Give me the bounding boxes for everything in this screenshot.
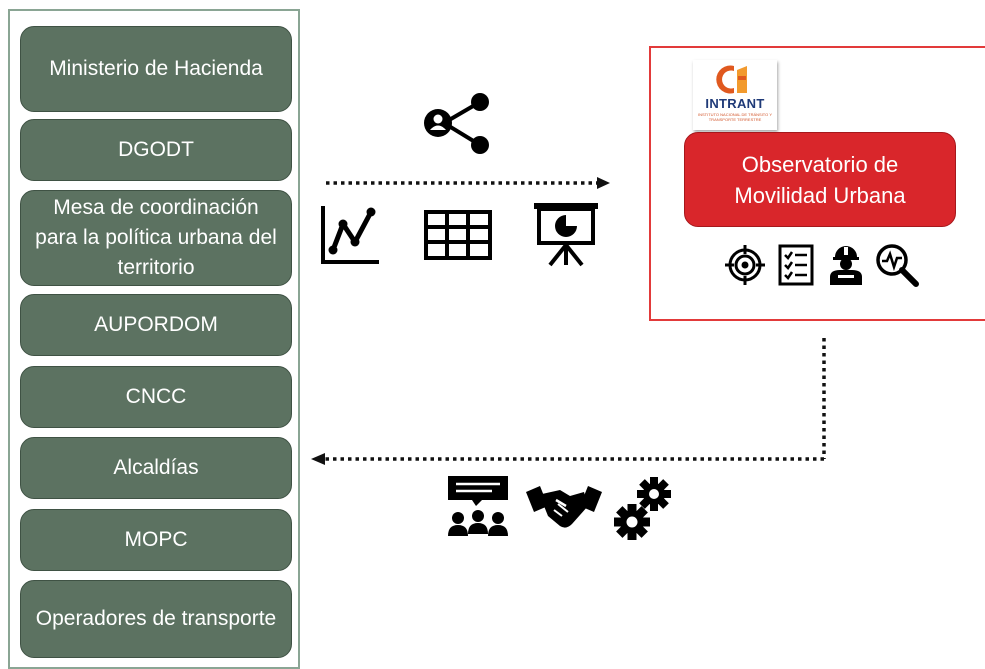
share-network-icon xyxy=(424,93,489,154)
logo-wordmark: INTRANT xyxy=(705,96,765,111)
table-icon xyxy=(424,210,492,260)
observatory-frame xyxy=(649,46,985,321)
logo-tagline: INSTITUTO NACIONAL DE TRÁNSITO Y TRANSPO… xyxy=(697,112,772,122)
line-chart-icon xyxy=(321,206,379,264)
checklist-icon xyxy=(778,244,814,286)
intrant-logo: INTRANT INSTITUTO NACIONAL DE TRÁNSITO Y… xyxy=(693,60,777,130)
worker-icon xyxy=(830,246,862,285)
gears-icon xyxy=(614,477,671,540)
arrow-to-observatory xyxy=(326,177,610,189)
observatory-label: Observatorio de Movilidad Urbana xyxy=(734,151,906,208)
meeting-icon xyxy=(448,476,508,536)
arrow-to-entities xyxy=(311,338,826,465)
presentation-icon xyxy=(534,203,598,267)
entity-mopc: MOPC xyxy=(20,509,292,571)
handshake-icon xyxy=(526,486,602,528)
target-icon xyxy=(725,245,765,285)
entity-ministerio-de-hacienda: Ministerio de Hacienda xyxy=(20,26,292,112)
entity-dgodt: DGODT xyxy=(20,119,292,181)
entity-operadores-de-transporte: Operadores de transporte xyxy=(20,580,292,658)
analytics-search-icon xyxy=(876,244,919,287)
intrant-logo-mark xyxy=(716,65,747,94)
observatory-box: Observatorio de Movilidad Urbana xyxy=(684,132,956,227)
entity-alcaldias: Alcaldías xyxy=(20,437,292,499)
entity-cncc: CNCC xyxy=(20,366,292,428)
entity-aupordom: AUPORDOM xyxy=(20,294,292,356)
entity-mesa-de-coordinacion: Mesa de coordinación para la política ur… xyxy=(20,190,292,286)
